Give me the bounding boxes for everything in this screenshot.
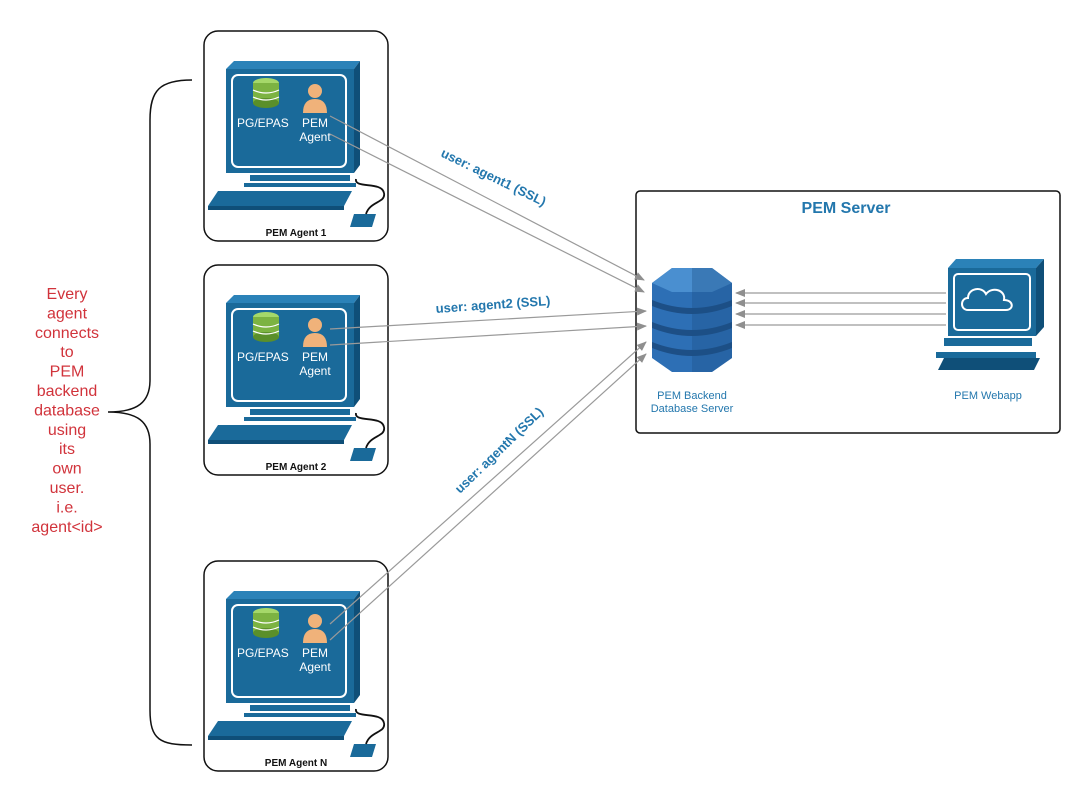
note-line: connects (35, 325, 99, 342)
group-brace (107, 79, 193, 746)
agent-label-line1: PEM (302, 350, 328, 364)
connection-agent1-b (329, 133, 645, 293)
connection-agentn-a (329, 341, 647, 625)
note-line: user. (50, 480, 85, 497)
note-line: i.e. (56, 499, 77, 516)
agent-label-line2: Agent (299, 660, 331, 674)
agent-label-line2: Agent (299, 364, 331, 378)
agent-label-line1: PEM (302, 646, 328, 660)
conn-label-agent2: user: agent2 (SSL) (435, 293, 551, 316)
note-line: Every (47, 286, 88, 303)
db-label: PG/EPAS (237, 350, 289, 364)
agent-box-label: PEM Agent 1 (266, 228, 327, 239)
agent-label-line2: Agent (299, 130, 331, 144)
webapp-label: PEM Webapp (954, 390, 1022, 402)
connection-agentn-b (329, 353, 647, 641)
pem-server-box: PEM Server (635, 190, 1061, 434)
backend-label-line1: PEM Backend (657, 390, 727, 402)
agent-box-2: PG/EPAS PEM Agent PEM Agent 2 (203, 264, 389, 476)
note-line: its (59, 441, 75, 458)
note-line: agent (47, 305, 88, 322)
connection-agent2-a (329, 307, 647, 330)
backend-label-line2: Database Server (651, 403, 734, 415)
note-line: PEM (50, 364, 85, 381)
agent-box-n: PG/EPAS PEM Agent PEM Agent N (203, 560, 389, 772)
webapp-monitor-icon (936, 259, 1044, 370)
note-line: backend (37, 383, 98, 400)
agent-box-label: PEM Agent 2 (266, 462, 327, 473)
agent-box-label: PEM Agent N (265, 758, 327, 769)
server-title: PEM Server (802, 200, 891, 217)
cloud-icon (961, 288, 1013, 311)
note-line: using (48, 422, 86, 439)
backend-database-icon (652, 268, 732, 372)
note-line: own (52, 461, 81, 478)
agent-box-1: PG/EPAS PEM Agent PEM Agent 1 (203, 30, 389, 242)
connection-agent1-a (329, 115, 645, 281)
connection-agent2-b (329, 322, 647, 346)
conn-label-agentn: user: agentN (SSL) (452, 404, 547, 496)
db-label: PG/EPAS (237, 116, 289, 130)
note-line: to (60, 344, 73, 361)
note-line: agent<id> (31, 519, 102, 536)
agent-label-line1: PEM (302, 116, 328, 130)
conn-label-agent1: user: agent1 (SSL) (439, 145, 549, 209)
db-label: PG/EPAS (237, 646, 289, 660)
note-line: database (34, 402, 100, 419)
